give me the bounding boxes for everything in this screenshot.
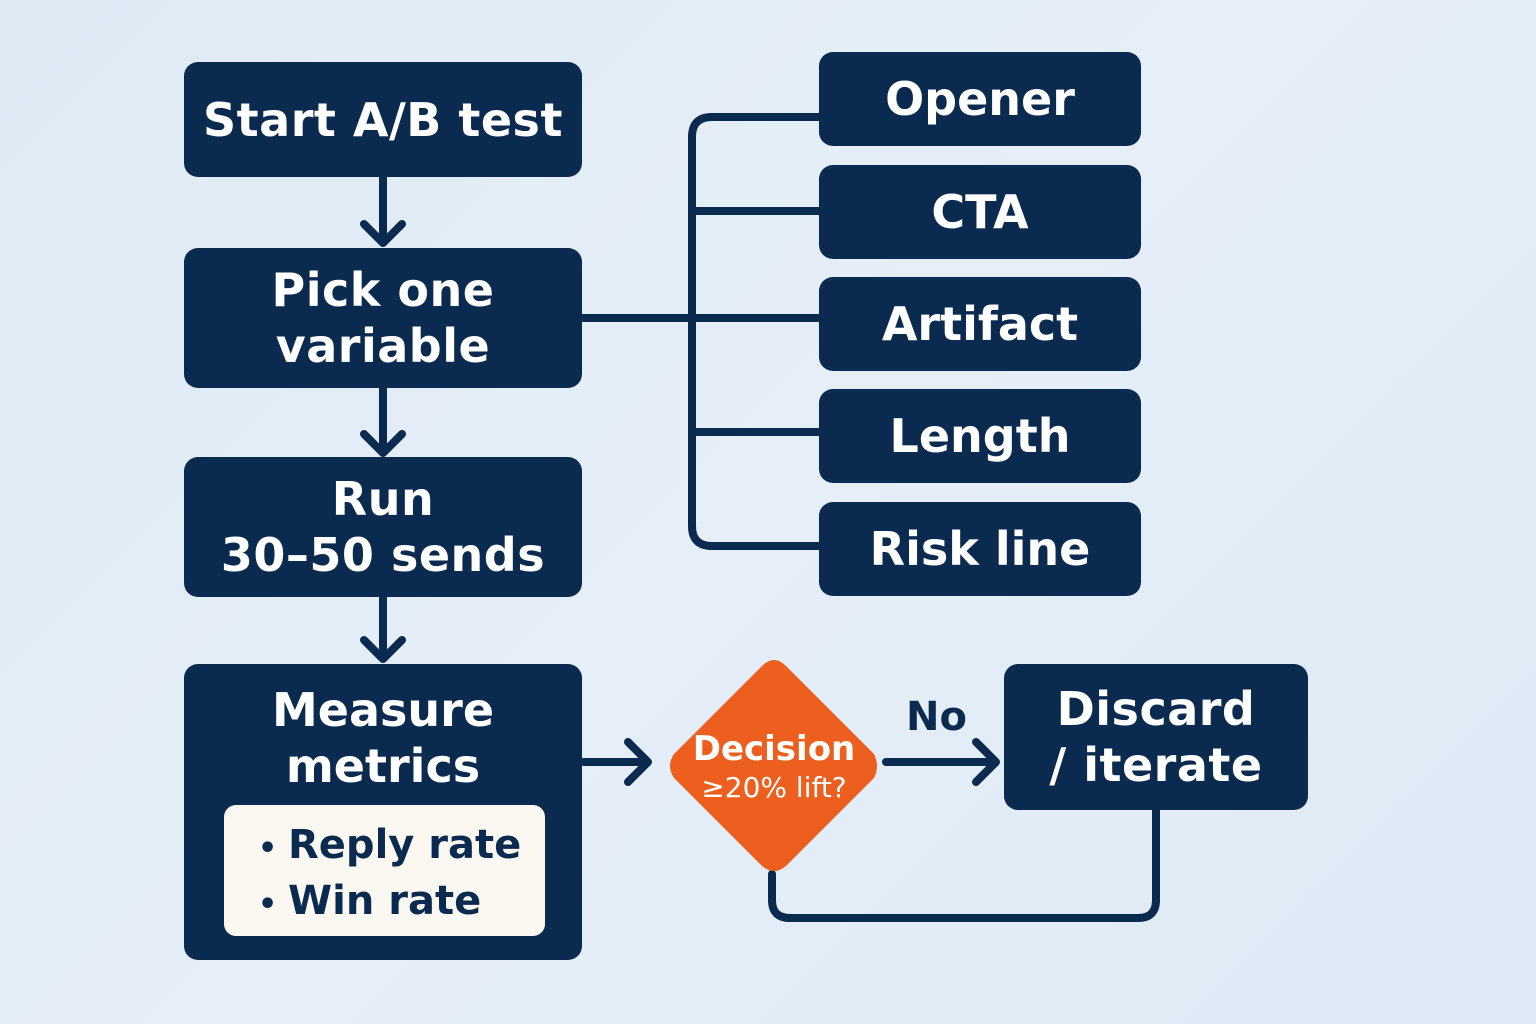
pick-variable-node: Pick one variable [184,248,582,388]
arrowhead-run-to-measure [360,636,406,663]
variable-opener: Opener [819,52,1141,146]
variable-opener-label: Opener [885,72,1075,126]
measure-metrics-node: Measure metrics Reply rate Win rate [184,664,582,960]
variable-length-label: Length [889,409,1071,463]
arrowhead-start-to-pick [360,220,406,247]
variable-cta: CTA [819,165,1141,259]
metrics-list-panel: Reply rate Win rate [224,805,545,936]
arrowhead-measure-to-decision [624,738,652,786]
variable-artifact: Artifact [819,277,1141,371]
measure-metrics-label: Measure metrics [271,683,495,793]
run-sends-label: Run 30–50 sends [220,472,546,582]
decision-node: Decision ≥20% lift? [662,654,886,878]
metric-win-rate: Win rate [258,875,545,931]
decision-diamond-shape [670,660,877,871]
pick-variable-label: Pick one variable [271,263,495,373]
decision-question: ≥20% lift? [701,771,847,804]
decision-title: Decision [692,729,856,769]
discard-iterate-node: Discard / iterate [1004,664,1308,810]
start-node: Start A/B test [184,62,582,177]
edge-label-no: No [906,694,967,740]
variables-bracket [688,113,824,550]
run-sends-node: Run 30–50 sends [184,457,582,597]
variable-length: Length [819,389,1141,483]
metric-reply-rate: Reply rate [258,819,545,875]
variable-cta-label: CTA [931,185,1029,239]
start-node-label: Start A/B test [203,92,563,147]
arrowhead-pick-to-run [360,430,406,457]
loop-discard-to-decision [768,806,1160,922]
arrowhead-decision-to-discard [972,738,1000,786]
discard-iterate-label: Discard / iterate [1049,682,1263,792]
variable-risk-line: Risk line [819,502,1141,596]
variable-artifact-label: Artifact [881,297,1079,351]
variable-risk-line-label: Risk line [869,522,1091,576]
